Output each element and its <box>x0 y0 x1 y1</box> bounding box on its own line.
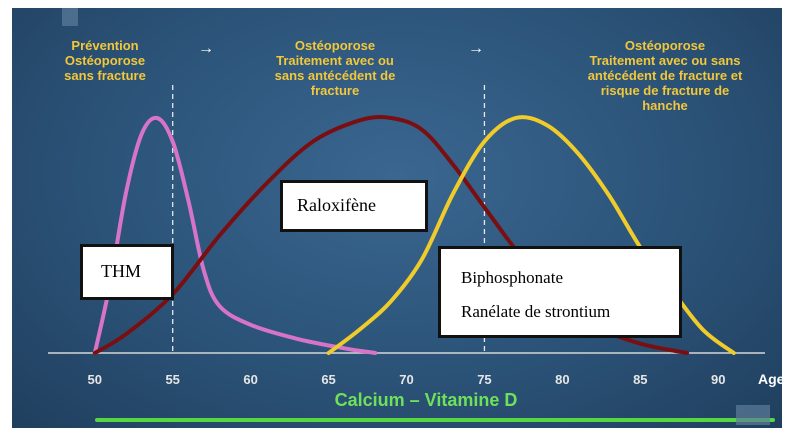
slide-corner-decoration <box>62 8 78 26</box>
slide-corner-decoration <box>736 405 770 425</box>
thm-label: THM <box>101 261 141 281</box>
x-ticks-group: 50 55 60 65 70 75 80 85 90 <box>88 372 726 387</box>
arrow-icon: → <box>198 40 214 57</box>
x-tick-label: 60 <box>243 372 257 387</box>
biphosphonate-box: Biphosphonate Ranélate de strontium <box>438 246 682 338</box>
arrow-icon: → <box>468 40 484 57</box>
x-tick-label: 80 <box>555 372 569 387</box>
x-axis-label: Age <box>758 371 785 387</box>
x-tick-label: 90 <box>711 372 725 387</box>
raloxifene-label: Raloxifène <box>297 195 376 215</box>
ranelate-label: Ranélate de strontium <box>461 302 611 321</box>
raloxifene-box: Raloxifène <box>280 180 428 232</box>
x-tick-label: 65 <box>321 372 335 387</box>
calcium-vitamin-d-bar <box>95 418 775 422</box>
curve-thm <box>92 115 378 355</box>
x-tick-label: 55 <box>165 372 179 387</box>
x-tick-label: 75 <box>477 372 491 387</box>
x-tick-label: 50 <box>88 372 102 387</box>
biphosphonate-label: Biphosphonate <box>461 268 563 287</box>
x-tick-label: 70 <box>399 372 413 387</box>
x-tick-label: 85 <box>633 372 647 387</box>
calcium-vitamin-d-label: Calcium – Vitamine D <box>334 390 518 410</box>
thm-box: THM <box>80 244 174 300</box>
